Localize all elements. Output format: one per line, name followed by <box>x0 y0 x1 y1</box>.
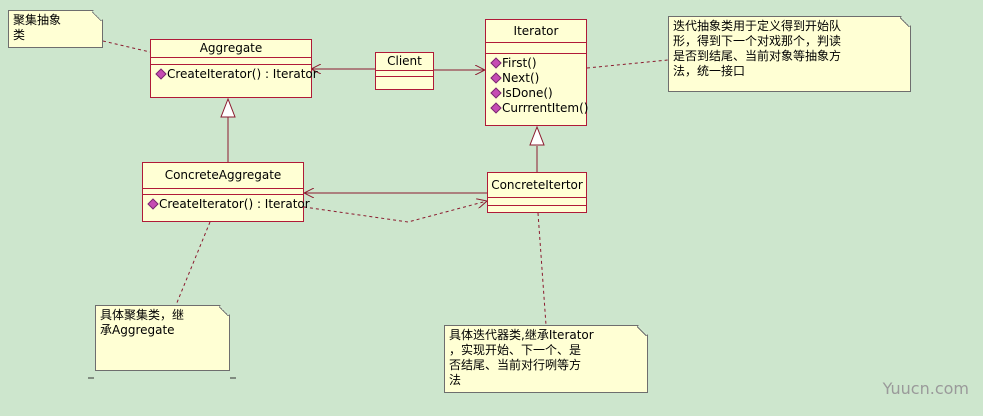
note-aggregate[interactable]: 聚集抽象 类 <box>8 10 103 48</box>
aggregate-note-anchor <box>102 40 151 53</box>
note-concrete-iterator-text: 具体迭代器类,继承Iterator ，实现开始、下一个、是 否结尾、当前对行咧等… <box>449 328 594 387</box>
class-client[interactable]: Client <box>375 52 434 90</box>
operation-diamond-icon <box>490 102 502 114</box>
operation: First() <box>490 56 586 71</box>
operation-diamond-icon <box>490 87 502 99</box>
operation: CreateIterator() : Iterator <box>147 197 310 212</box>
operation: CreateIterator() : Iterator <box>155 67 318 82</box>
concrete-aggregate-creates-iterator-dependency <box>303 201 487 223</box>
note-iterator[interactable]: 迭代抽象类用于定义得到开始队 形，得到下一个对戏那个，判读 是否到结尾、当前对象… <box>668 16 911 92</box>
note-iterator-text: 迭代抽象类用于定义得到开始队 形，得到下一个对戏那个，判读 是否到结尾、当前对象… <box>673 19 842 78</box>
class-iterator[interactable]: Iterator First() Next() IsDone() Currren… <box>485 19 588 126</box>
note-concrete-aggregate[interactable]: 具体聚集类，继 承Aggregate <box>95 305 230 371</box>
iterator-note-anchor <box>586 59 669 69</box>
class-iterator-attributes <box>486 43 586 54</box>
note-fold-icon <box>637 326 647 336</box>
concrete-aggregate-generalization-arrowhead <box>220 97 236 118</box>
operation-diamond-icon <box>490 72 502 84</box>
class-concrete-iterator-attributes <box>488 198 586 206</box>
operation: IsDone() <box>490 86 586 101</box>
operation-diamond-icon <box>155 68 167 80</box>
class-concrete-aggregate-operations: CreateIterator() : Iterator <box>143 195 310 214</box>
class-aggregate-name: Aggregate <box>151 40 311 58</box>
note-fold-icon <box>92 11 102 21</box>
operation: Next() <box>490 71 586 86</box>
class-aggregate[interactable]: Aggregate CreateIterator() : Iterator <box>150 39 318 98</box>
operation: CurrrentItem() <box>490 101 588 116</box>
class-iterator-operations: First() Next() IsDone() CurrrentItem() <box>486 54 588 118</box>
note-concrete-iterator[interactable]: 具体迭代器类,继承Iterator ，实现开始、下一个、是 否结尾、当前对行咧等… <box>444 325 648 393</box>
class-iterator-name: Iterator <box>486 20 586 43</box>
class-aggregate-attributes <box>151 58 311 65</box>
watermark: Yuucn.com <box>882 379 969 398</box>
class-concrete-aggregate[interactable]: ConcreteAggregate CreateIterator() : Ite… <box>142 162 310 222</box>
class-client-name: Client <box>376 53 433 71</box>
class-concrete-aggregate-attributes <box>143 189 303 195</box>
note-fold-icon <box>219 306 229 316</box>
concrete-aggregate-note-anchor <box>175 221 211 306</box>
class-concrete-iterator-name: ConcreteItertor <box>488 173 586 198</box>
class-aggregate-operations: CreateIterator() : Iterator <box>151 65 318 84</box>
concrete-iterator-generalization-arrowhead <box>529 125 545 146</box>
class-client-attributes <box>376 71 433 77</box>
note-aggregate-text: 聚集抽象 类 <box>13 13 62 42</box>
concrete-iterator-note-anchor <box>537 212 547 326</box>
note-concrete-aggregate-text: 具体聚集类，继 承Aggregate <box>100 308 185 337</box>
class-concrete-iterator[interactable]: ConcreteItertor <box>487 172 587 213</box>
class-concrete-aggregate-name: ConcreteAggregate <box>143 163 303 189</box>
operation-diamond-icon <box>147 198 159 210</box>
note-fold-icon <box>900 17 910 27</box>
operation-diamond-icon <box>490 57 502 69</box>
